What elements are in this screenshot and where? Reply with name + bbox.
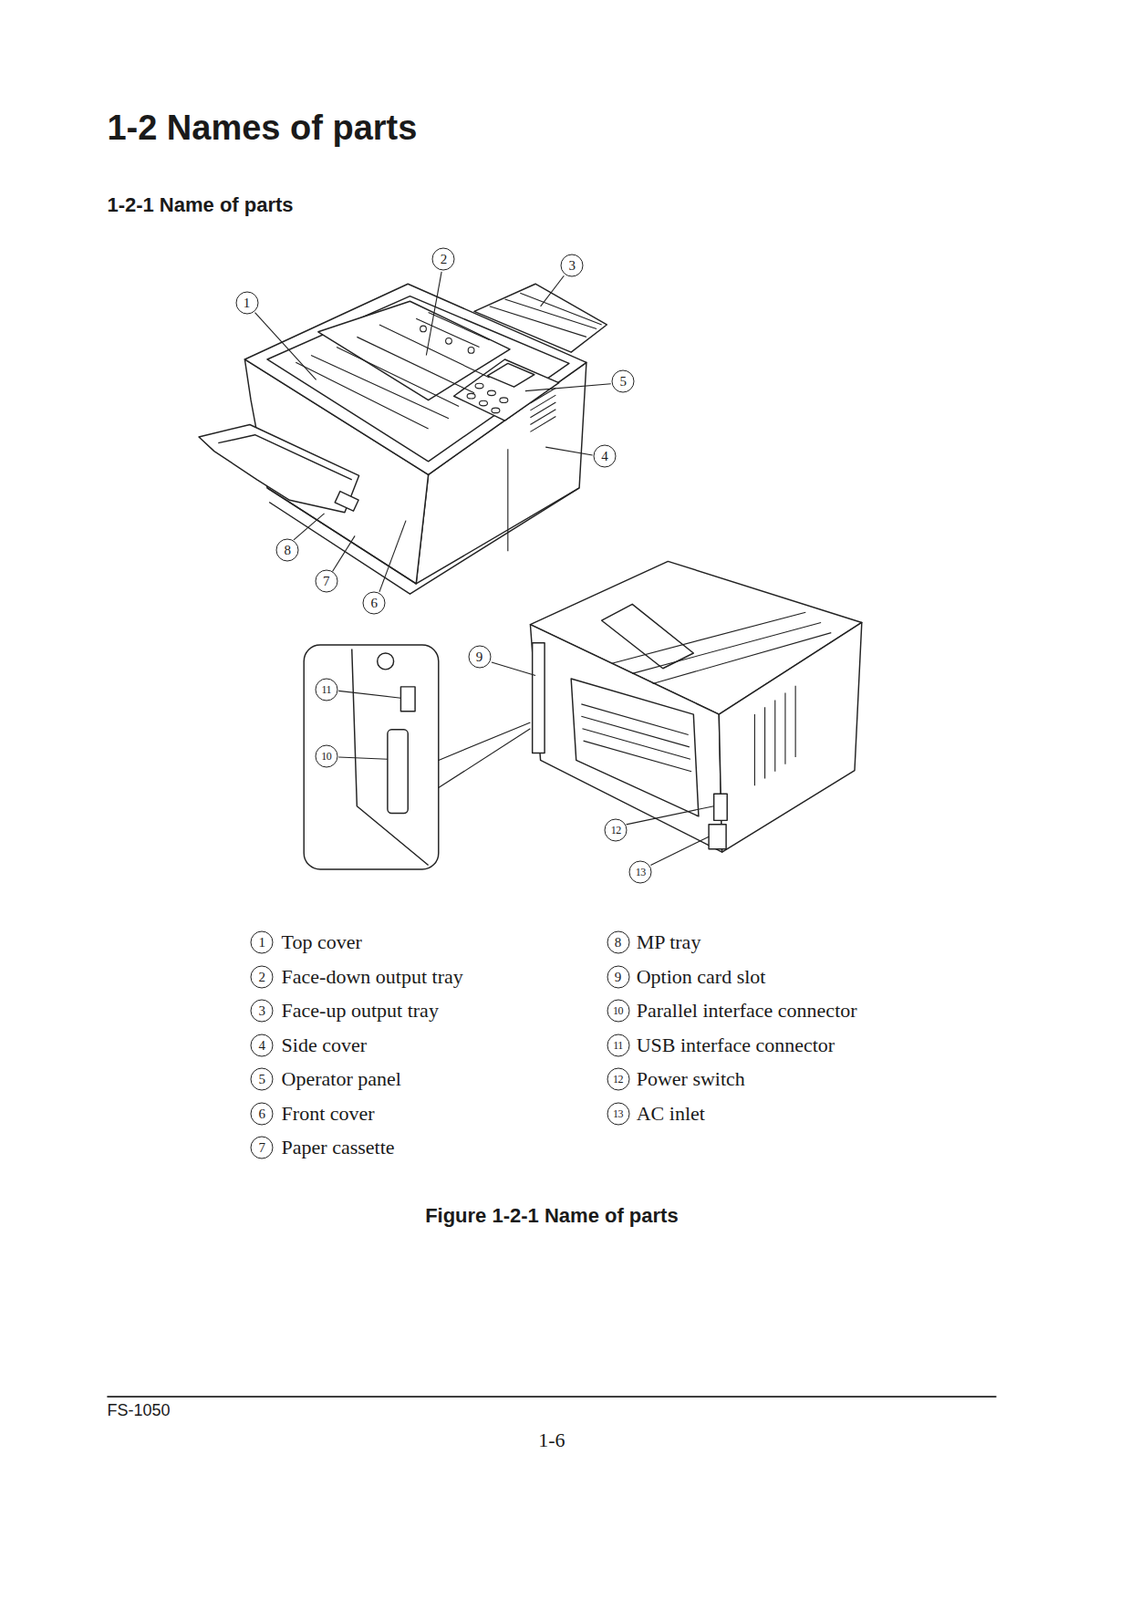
part-name: Operator panel xyxy=(281,1067,402,1091)
part-name: Front cover xyxy=(281,1101,375,1126)
callout-number: 9 xyxy=(606,965,630,989)
callout-number: 4 xyxy=(250,1034,274,1058)
callout-number: 7 xyxy=(314,570,338,593)
callout-number: 11 xyxy=(314,677,338,701)
part-name: USB interface connector xyxy=(636,1033,835,1058)
part-name: Face-up output tray xyxy=(281,998,439,1023)
part-name: Side cover xyxy=(281,1033,367,1058)
callout-number: 1 xyxy=(250,931,274,955)
callout-number: 11 xyxy=(606,1034,630,1058)
callout-number: 3 xyxy=(250,999,274,1023)
callout-number: 2 xyxy=(432,248,456,271)
callout-number: 13 xyxy=(606,1101,630,1125)
callout-number: 6 xyxy=(363,591,386,614)
section-heading: 1-2-1 Name of parts xyxy=(106,193,293,218)
callout-number: 10 xyxy=(606,999,630,1023)
callout-number: 10 xyxy=(314,744,338,768)
callout-number: 6 xyxy=(250,1101,274,1125)
part-name: AC inlet xyxy=(636,1101,706,1126)
part-name: Top cover xyxy=(281,930,363,955)
callout-number: 2 xyxy=(250,965,274,989)
callout-number: 4 xyxy=(593,444,617,467)
part-name: Option card slot xyxy=(636,964,767,989)
callout-number: 5 xyxy=(250,1067,274,1090)
callout-number: 7 xyxy=(250,1135,274,1159)
model-name: FS-1050 xyxy=(106,1400,170,1421)
callout-number: 8 xyxy=(606,931,630,955)
callout-number: 12 xyxy=(604,819,628,842)
callout-number: 1 xyxy=(235,291,259,315)
figure-caption: Figure 1-2-1 Name of parts xyxy=(425,1203,679,1228)
part-name: Power switch xyxy=(636,1067,746,1091)
callout-number: 12 xyxy=(606,1067,630,1090)
callout-number: 9 xyxy=(467,645,491,669)
callout-number: 13 xyxy=(629,860,653,883)
callout-number: 8 xyxy=(276,538,300,561)
page-heading: 1-2 Names of parts xyxy=(106,107,417,147)
part-name: Paper cassette xyxy=(281,1135,395,1160)
part-name: MP tray xyxy=(636,930,702,955)
callout-number: 3 xyxy=(560,253,584,277)
callout-number: 5 xyxy=(612,370,635,394)
part-name: Parallel interface connector xyxy=(636,998,858,1023)
part-name: Face-down output tray xyxy=(281,964,464,989)
page-number: 1-6 xyxy=(538,1428,565,1453)
